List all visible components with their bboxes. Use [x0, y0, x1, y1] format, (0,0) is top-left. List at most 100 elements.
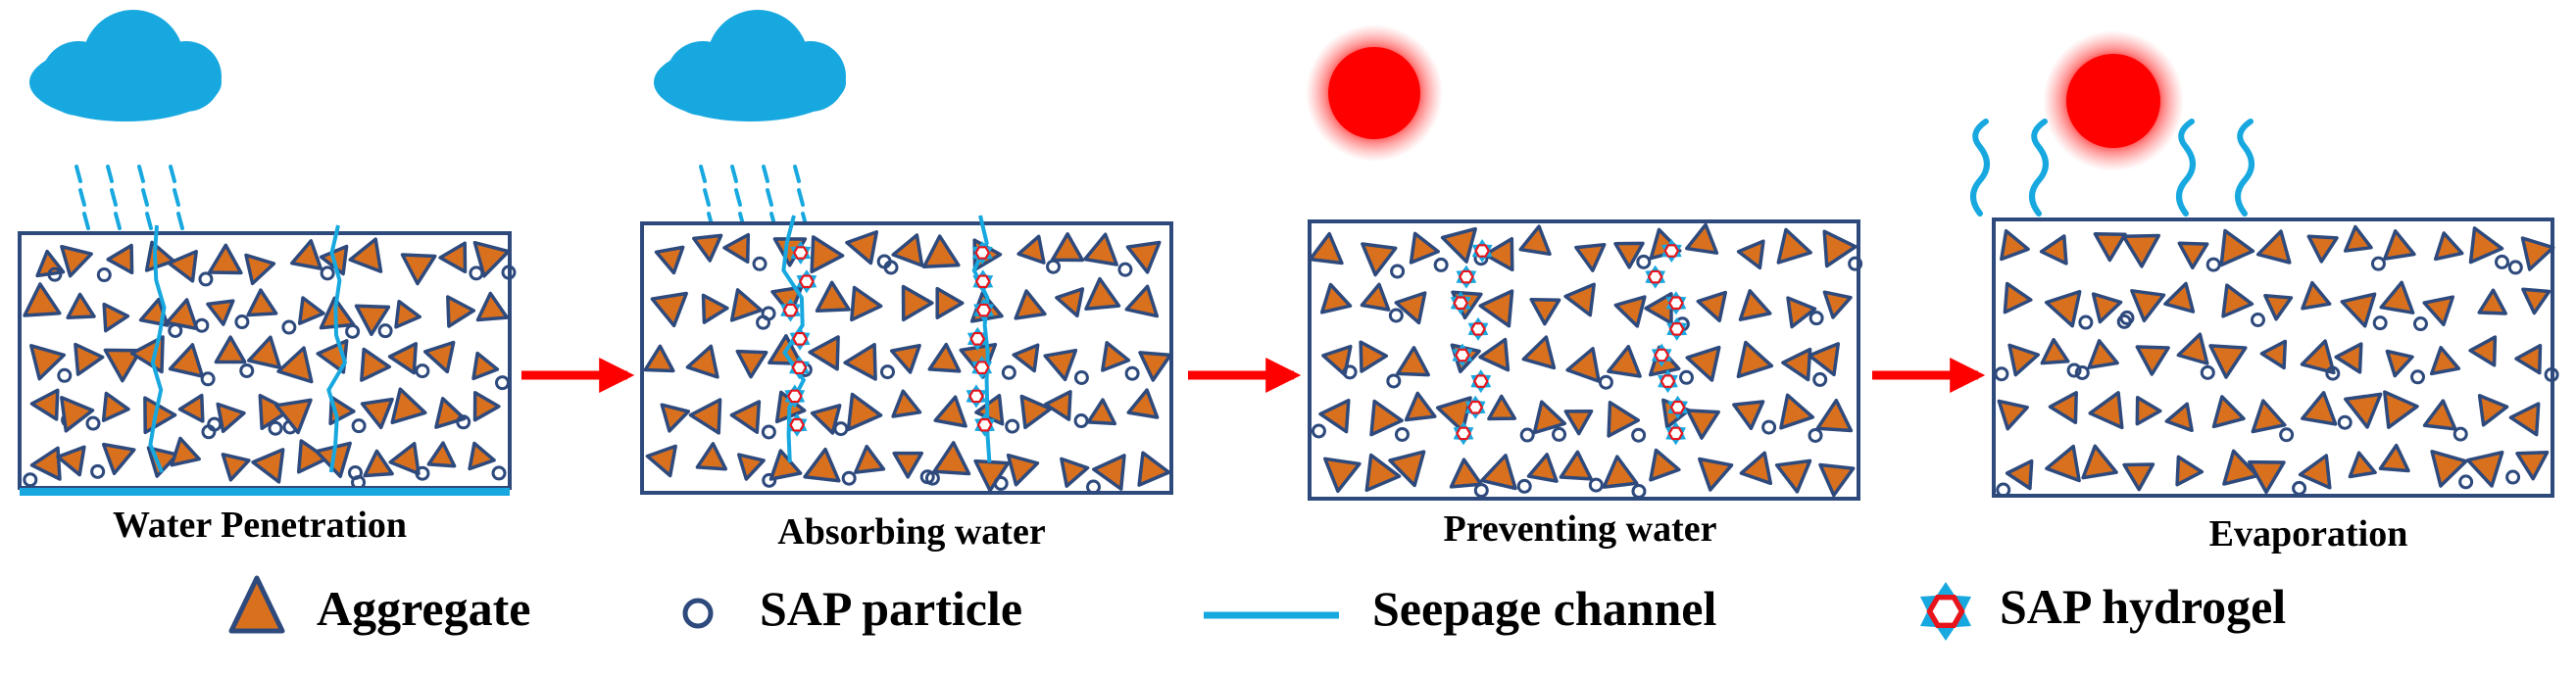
sap-hydrogel	[1665, 291, 1687, 315]
aggregate	[2477, 394, 2509, 427]
aggregate	[1319, 282, 1353, 314]
aggregate	[2429, 346, 2461, 376]
aggregate	[177, 393, 205, 423]
sap-hydrogel	[1667, 395, 1688, 419]
aggregate	[892, 451, 924, 479]
aggregate	[102, 302, 130, 333]
aggregate	[1409, 231, 1440, 265]
sap-particle	[841, 470, 857, 486]
sap-particle	[2544, 366, 2559, 382]
sap-particle	[1086, 479, 1101, 495]
sap-particle	[2412, 316, 2428, 332]
sap-particle	[491, 465, 507, 481]
aggregate	[290, 239, 323, 270]
aggregate	[1019, 394, 1053, 430]
sap-particle	[85, 415, 101, 431]
aggregate	[2135, 395, 2162, 426]
aggregate	[2433, 231, 2464, 262]
legend: Aggregate SAP particle Seepage channel S…	[228, 575, 2286, 641]
aggregate	[2298, 454, 2332, 490]
aggregate	[2088, 391, 2124, 430]
sap-hydrogel	[1452, 343, 1473, 367]
sap-hydrogel	[1453, 421, 1474, 446]
aggregate	[101, 442, 136, 476]
aggregate	[803, 447, 841, 483]
aggregate	[1125, 240, 1162, 274]
aggregate	[927, 342, 962, 373]
sap-particle	[1636, 254, 1652, 269]
aggregate	[2422, 399, 2457, 431]
sap-particle	[2410, 369, 2426, 385]
sap-particle	[2325, 365, 2341, 381]
sap-particle	[2458, 474, 2474, 490]
aggregate	[1480, 454, 1517, 491]
aggregate	[170, 436, 201, 467]
aggregate	[1685, 409, 1720, 440]
sap-particle	[1994, 366, 2009, 382]
aggregate	[29, 344, 67, 381]
aggregate	[932, 441, 971, 476]
aggregate	[2300, 339, 2336, 375]
aggregate	[394, 299, 421, 329]
aggregate	[770, 285, 804, 316]
aggregate	[1043, 390, 1072, 421]
aggregate	[1563, 282, 1596, 317]
aggregate	[60, 244, 93, 278]
sap-particle	[200, 371, 216, 387]
aggregate	[2211, 395, 2246, 429]
aggregate	[2091, 292, 2123, 324]
stage-label: Evaporation	[2209, 513, 2408, 555]
sap-particle	[198, 271, 214, 287]
sap-particle	[2250, 313, 2265, 328]
aggregate	[214, 335, 247, 364]
aggregate	[2515, 450, 2550, 481]
aggregate	[1483, 236, 1514, 272]
aggregate	[1815, 398, 1854, 433]
sap-particle	[1808, 311, 1824, 326]
aggregate	[74, 342, 105, 376]
aggregate	[206, 299, 235, 326]
sap-particle	[194, 317, 210, 333]
aggregate	[2121, 233, 2161, 268]
sap-hydrogel	[1666, 316, 1688, 341]
aggregate	[654, 245, 685, 275]
aggregate	[1818, 462, 1856, 498]
sap-particle	[47, 266, 63, 282]
sap-particle	[239, 362, 255, 378]
aggregate	[1559, 450, 1593, 481]
rain-cloud-icon	[29, 10, 222, 230]
sap-particle	[883, 260, 899, 275]
aggregate	[2263, 293, 2294, 321]
aggregate	[1739, 451, 1773, 486]
sap-particle	[415, 465, 430, 481]
aggregate	[2163, 281, 2196, 314]
aggregate	[701, 293, 729, 324]
aggregate	[1574, 242, 1607, 272]
aggregate	[165, 298, 199, 331]
sap-hydrogel	[1661, 239, 1682, 263]
sap-particle	[96, 267, 112, 283]
sap-hydrogel	[784, 384, 806, 409]
aggregate	[2048, 391, 2078, 424]
aggregate	[167, 249, 198, 283]
sap-hydrogel	[1665, 421, 1686, 446]
sap-hydrogel	[789, 356, 810, 380]
aggregate	[901, 284, 934, 322]
aggregate	[2221, 283, 2254, 318]
aggregate	[1822, 290, 1853, 319]
aggregate	[1808, 342, 1841, 377]
sap-particle	[2066, 362, 2082, 378]
aggregate	[2379, 280, 2415, 314]
seepage-channel	[326, 224, 348, 473]
aggregate	[722, 232, 751, 265]
aggregate	[426, 441, 457, 468]
aggregate	[2135, 345, 2170, 376]
sap-particle	[1598, 374, 1613, 390]
aggregate	[2164, 402, 2194, 433]
aggregate	[296, 439, 329, 474]
aggregate	[1478, 337, 1511, 372]
seepage-channel	[148, 224, 167, 473]
sap-particle	[761, 306, 776, 321]
sap-particle	[1001, 364, 1016, 380]
sap-particle	[377, 323, 393, 339]
